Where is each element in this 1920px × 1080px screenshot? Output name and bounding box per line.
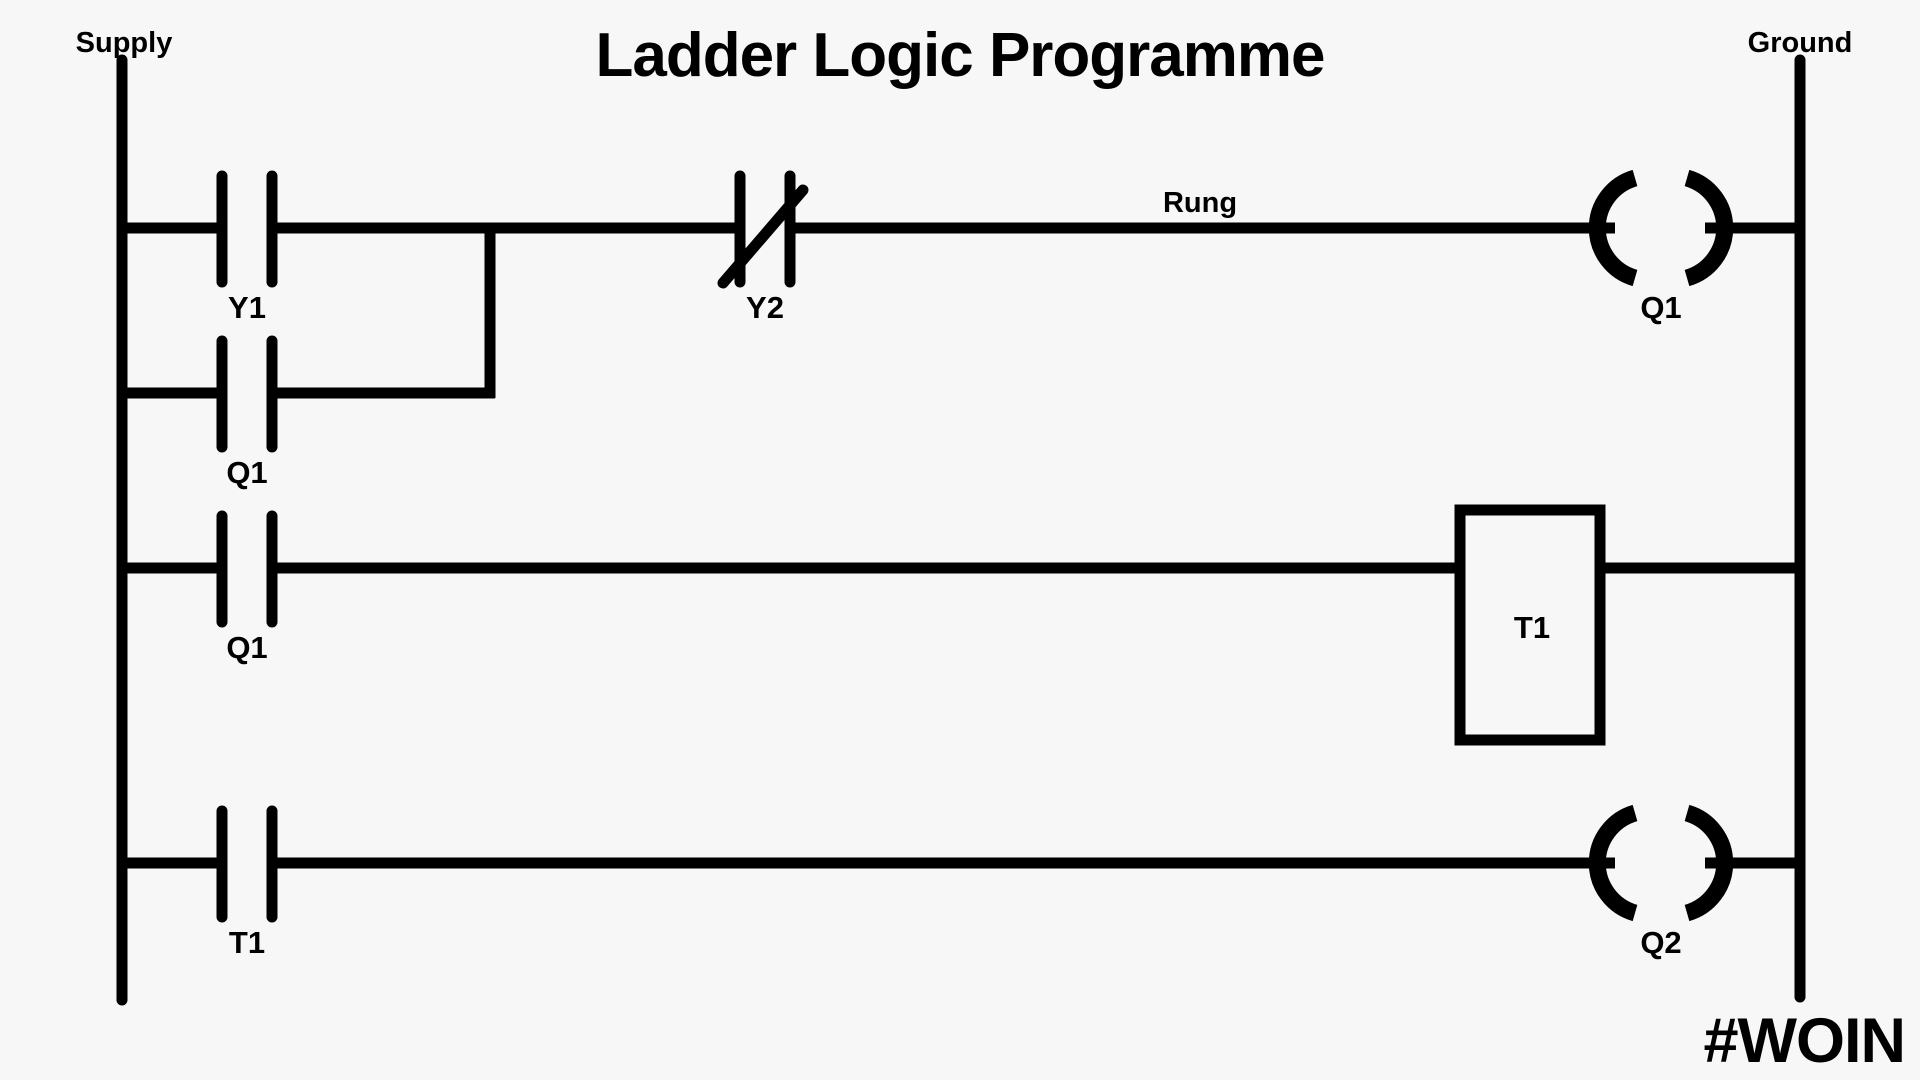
coil-q1[interactable]: Q1 [1588, 169, 1734, 325]
contact-y1[interactable]: Y1 [216, 170, 278, 325]
page-title: Ladder Logic Programme [595, 21, 1324, 90]
normally-closed-slash-icon [717, 184, 809, 289]
contact-y1-label: Y1 [228, 290, 266, 325]
coil-arc-left [1588, 804, 1638, 922]
rung-2: Q1 T1 [122, 504, 1800, 746]
rung-3: T1 Q2 [122, 804, 1800, 960]
rung-1-branch: Q1 [122, 228, 496, 490]
timer-box-outline [1454, 504, 1606, 746]
contact-q1-hold-label: Q1 [226, 455, 267, 490]
contact-t1-rung3-label: T1 [229, 925, 265, 960]
rung-1: Y1 Y2 Rung Q1 Q1 [122, 169, 1800, 490]
coil-q2[interactable]: Q2 [1588, 804, 1734, 960]
contact-y2-label: Y2 [746, 290, 784, 325]
ground-rail-label: Ground [1748, 27, 1853, 59]
coil-q2-label: Q2 [1640, 925, 1681, 960]
coil-arc-left [1588, 169, 1638, 287]
coil-arc-right [1684, 169, 1734, 287]
supply-rail-label: Supply [76, 27, 173, 59]
contact-y2[interactable]: Y2 [717, 170, 809, 325]
contact-q1-hold[interactable]: Q1 [216, 335, 278, 490]
rung-annotation-label: Rung [1163, 187, 1237, 219]
contact-q1-rung2-label: Q1 [226, 630, 267, 665]
coil-q1-label: Q1 [1640, 290, 1681, 325]
timer-block-t1-label: T1 [1514, 610, 1550, 645]
coil-arc-right [1684, 804, 1734, 922]
watermark: #WOIN [1703, 1006, 1905, 1076]
contact-q1-rung2[interactable]: Q1 [216, 510, 278, 665]
timer-block-t1[interactable]: T1 [1454, 504, 1606, 746]
contact-t1-rung3[interactable]: T1 [216, 805, 278, 960]
